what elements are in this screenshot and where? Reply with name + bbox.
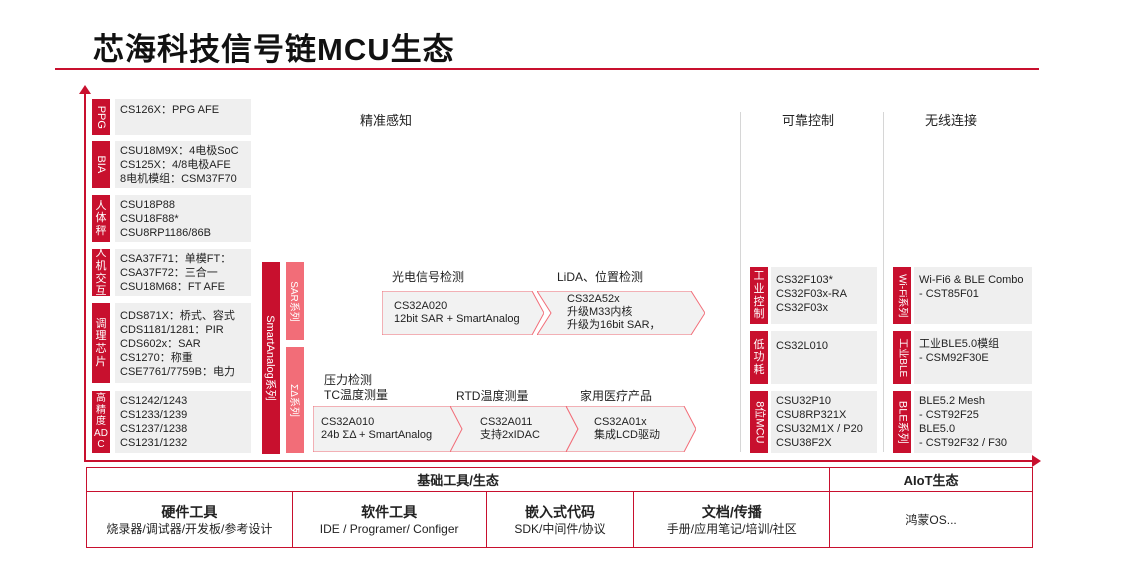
wireless-tab-industrial-ble: 工业BLE: [893, 331, 911, 384]
label-lidar: LiDA、位置检测: [557, 270, 644, 284]
cell-embedded-code: 嵌入式代码 SDK/中间件/协议: [485, 491, 635, 548]
left-panel-scale: CSU18P88 CSU18F88* CSU8RP1186/86B: [115, 195, 251, 242]
control-panel-industrial: CS32F103* CS32F03x-RA CS32F03x: [771, 267, 877, 324]
left-panel-bia: CSU18M9X：4电极SoC CS125X：4/8电极AFE 8电机模组：CS…: [115, 141, 251, 188]
cell-software-tools: 软件工具 IDE / Programer/ Configer: [291, 491, 487, 548]
chevron-cs32a52x: CS32A52x 升级M33内核 升级为16bit SAR，: [537, 291, 705, 335]
left-tab-conditioning: 调理芯片: [92, 303, 110, 383]
label-photoelectric: 光电信号检测: [392, 270, 465, 284]
section-control: 可靠控制: [782, 113, 835, 128]
left-tab-ppg: PPG: [92, 99, 110, 135]
horizontal-axis-arrow-icon: [1032, 455, 1041, 467]
sar-series-bar: SAR系列: [286, 262, 304, 340]
chevron-text: CS32A52x 升级M33内核 升级为16bit SAR，: [567, 293, 661, 331]
left-panel-hmi: CSA37F71：单模FT： CSA37F72：三合一 CSU18M68：FT …: [115, 249, 251, 296]
wireless-panel-ble: BLE5.2 Mesh - CST92F25 BLE5.0 - CST92F32…: [914, 391, 1032, 453]
vertical-axis: [84, 92, 86, 462]
cell-aiot: 鸿蒙OS...: [829, 491, 1033, 548]
cell-docs: 文档/传播 手册/应用笔记/培训/社区: [633, 491, 831, 548]
section-divider: [883, 112, 884, 452]
smartanalog-series-bar: SmartAnalog系列: [262, 262, 280, 454]
title-divider: [55, 68, 1039, 70]
left-tab-scale: 人体秤: [92, 195, 110, 242]
chevron-cs32a010: CS32A010 24b ΣΔ + SmartAnalog: [313, 406, 463, 452]
control-tab-lowpower: 低功耗: [750, 331, 768, 384]
section-wireless: 无线连接: [925, 113, 978, 128]
control-tab-8bit: 8位MCU: [750, 391, 768, 453]
left-tab-adc: 高精度ADC: [92, 391, 110, 453]
left-panel-conditioning: CDS871X：桥式、容式 CDS1181/1281：PIR CDS602x：S…: [115, 303, 251, 383]
base-tools-header: 基础工具/生态: [85, 467, 831, 492]
left-panel-ppg: CS126X：PPG AFE: [115, 99, 251, 135]
left-tab-hmi: 人机交互: [92, 247, 110, 297]
sigma-delta-series-bar: ΣΔ系列: [286, 347, 304, 453]
cell-hardware-tools: 硬件工具 烧录器/调试器/开发板/参考设计: [86, 491, 293, 548]
wireless-tab-ble: BLE系列: [893, 391, 911, 453]
chevron-cs32a01x: CS32A01x 集成LCD驱动: [566, 406, 696, 452]
label-rtd: RTD温度测量: [456, 389, 529, 403]
chevron-text: CS32A011 支持2xIDAC: [480, 416, 540, 441]
wireless-panel-industrial-ble: 工业BLE5.0模组 - CSM92F30E: [914, 331, 1032, 384]
control-panel-lowpower: CS32L010: [771, 331, 877, 384]
left-tab-bia: BIA: [92, 141, 110, 188]
chevron-cs32a020: CS32A020 12bit SAR + SmartAnalog: [382, 291, 544, 335]
wireless-tab-wifi: Wi-Fi系列: [893, 267, 911, 324]
wireless-panel-wifi: Wi-Fi6 & BLE Combo - CST85F01: [914, 267, 1032, 324]
chevron-shape: [382, 291, 544, 335]
chevron-shape: [537, 291, 705, 335]
aiot-header: AIoT生态: [829, 467, 1033, 492]
chevron-text: CS32A01x 集成LCD驱动: [594, 416, 661, 441]
chevron-cs32a011: CS32A011 支持2xIDAC: [450, 406, 578, 452]
base-tools-table: 基础工具/生态 AIoT生态 硬件工具 烧录器/调试器/开发板/参考设计 软件工…: [85, 467, 1033, 548]
horizontal-axis: [84, 460, 1034, 462]
section-sensing: 精准感知: [360, 113, 413, 128]
chevron-shape: [566, 406, 696, 452]
chevron-text: CS32A020 12bit SAR + SmartAnalog: [394, 300, 520, 325]
control-panel-8bit: CSU32P10 CSU8RP321X CSU32M1X / P20 CSU38…: [771, 391, 877, 453]
label-medical: 家用医疗产品: [580, 389, 653, 403]
control-tab-industrial: 工业控制: [750, 267, 768, 324]
vertical-axis-arrow-icon: [79, 85, 91, 94]
label-pressure: 压力检测 TC温度测量: [324, 373, 388, 402]
left-panel-adc: CS1242/1243 CS1233/1239 CS1237/1238 CS12…: [115, 391, 251, 453]
section-divider: [740, 112, 741, 452]
chevron-text: CS32A010 24b ΣΔ + SmartAnalog: [321, 416, 433, 441]
page-title: 芯海科技信号链MCU生态: [93, 32, 455, 67]
chevron-shape: [450, 406, 578, 452]
